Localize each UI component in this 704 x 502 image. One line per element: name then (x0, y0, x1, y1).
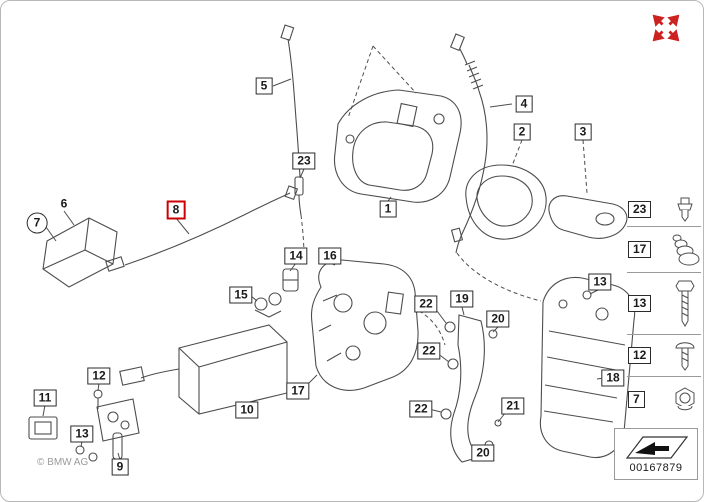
sidebar-callout-23[interactable]: 23 (628, 201, 652, 218)
callout-11-20[interactable]: 11 (33, 389, 57, 407)
sidebar-callout-12[interactable]: 12 (628, 347, 652, 364)
part-carrier-plate-drawing (333, 89, 462, 203)
sidebar-callout-17[interactable]: 17 (628, 241, 652, 258)
direction-arrow-icon (625, 436, 689, 459)
part-door-brake-drawing (119, 324, 288, 415)
callout-17-19[interactable]: 17 (286, 382, 310, 400)
sidebar-callout-7[interactable]: 7 (628, 391, 645, 408)
part-mount-bracket-drawing (440, 314, 502, 463)
copyright-watermark: © BMW AG (37, 457, 89, 468)
callout-9-25[interactable]: 9 (111, 458, 129, 476)
part-lock-actuator-drawing (310, 259, 419, 391)
callout-13-15[interactable]: 13 (588, 273, 612, 291)
pan-screw-icon (675, 341, 695, 371)
callout-13-24[interactable]: 13 (70, 425, 94, 443)
callout-15-11[interactable]: 15 (229, 286, 253, 304)
part-door-handle-drawing (465, 164, 547, 240)
part-cable-right-drawing (449, 33, 488, 254)
callout-20-26[interactable]: 20 (471, 444, 495, 462)
sidebar-item-13[interactable]: 13 (627, 273, 701, 335)
sidebar-item-23[interactable]: 23 (627, 193, 701, 227)
callout-7-7[interactable]: 7 (26, 212, 48, 234)
hardware-sidebar: 23 17 13 12 (627, 193, 701, 422)
part-bowden-cable-drawing (124, 185, 299, 266)
sidebar-item-17[interactable]: 17 (627, 227, 701, 273)
diagram-id: 00167879 (629, 462, 683, 474)
callout-20-14[interactable]: 20 (486, 310, 510, 328)
callout-16-10[interactable]: 16 (318, 247, 342, 265)
callout-23-4[interactable]: 23 (292, 152, 316, 170)
part-small-hardware-left-drawing (28, 389, 140, 462)
callout-21-22[interactable]: 21 (501, 397, 525, 415)
callout-12-17[interactable]: 12 (87, 367, 111, 385)
callout-5-0[interactable]: 5 (255, 77, 273, 95)
callout-22-23[interactable]: 22 (409, 400, 433, 418)
callout-14-9[interactable]: 14 (284, 247, 308, 265)
callout-2-2[interactable]: 2 (513, 123, 531, 141)
callout-10-21[interactable]: 10 (235, 401, 259, 419)
callout-1-5[interactable]: 1 (379, 200, 397, 218)
sidebar-item-12[interactable]: 12 (627, 335, 701, 377)
rubber-boot-icon (672, 234, 700, 265)
diagram-id-box: 00167879 (614, 428, 698, 480)
part-bracket-left-drawing (42, 217, 125, 288)
assembly-dashed-lines (300, 45, 588, 346)
callout-8-8[interactable]: 8 (166, 200, 186, 220)
callout-22-16[interactable]: 22 (417, 342, 441, 360)
sensor-screw-icon (677, 197, 693, 222)
callout-4-1[interactable]: 4 (515, 95, 533, 113)
part-clamps-drawing (254, 268, 299, 318)
callout-19-13[interactable]: 19 (450, 290, 474, 308)
callout-3-3[interactable]: 3 (574, 123, 592, 141)
callout-6-6[interactable]: 6 (60, 196, 68, 211)
callout-22-12[interactable]: 22 (414, 295, 438, 313)
flange-nut-icon (675, 386, 695, 410)
sidebar-item-7[interactable]: 7 (627, 377, 701, 422)
sidebar-callout-13[interactable]: 13 (628, 295, 652, 312)
callout-18-18[interactable]: 18 (601, 369, 625, 387)
part-handle-cover-drawing (548, 195, 628, 239)
hex-bolt-icon (675, 280, 695, 327)
fullscreen-expand-icon[interactable] (651, 13, 681, 43)
